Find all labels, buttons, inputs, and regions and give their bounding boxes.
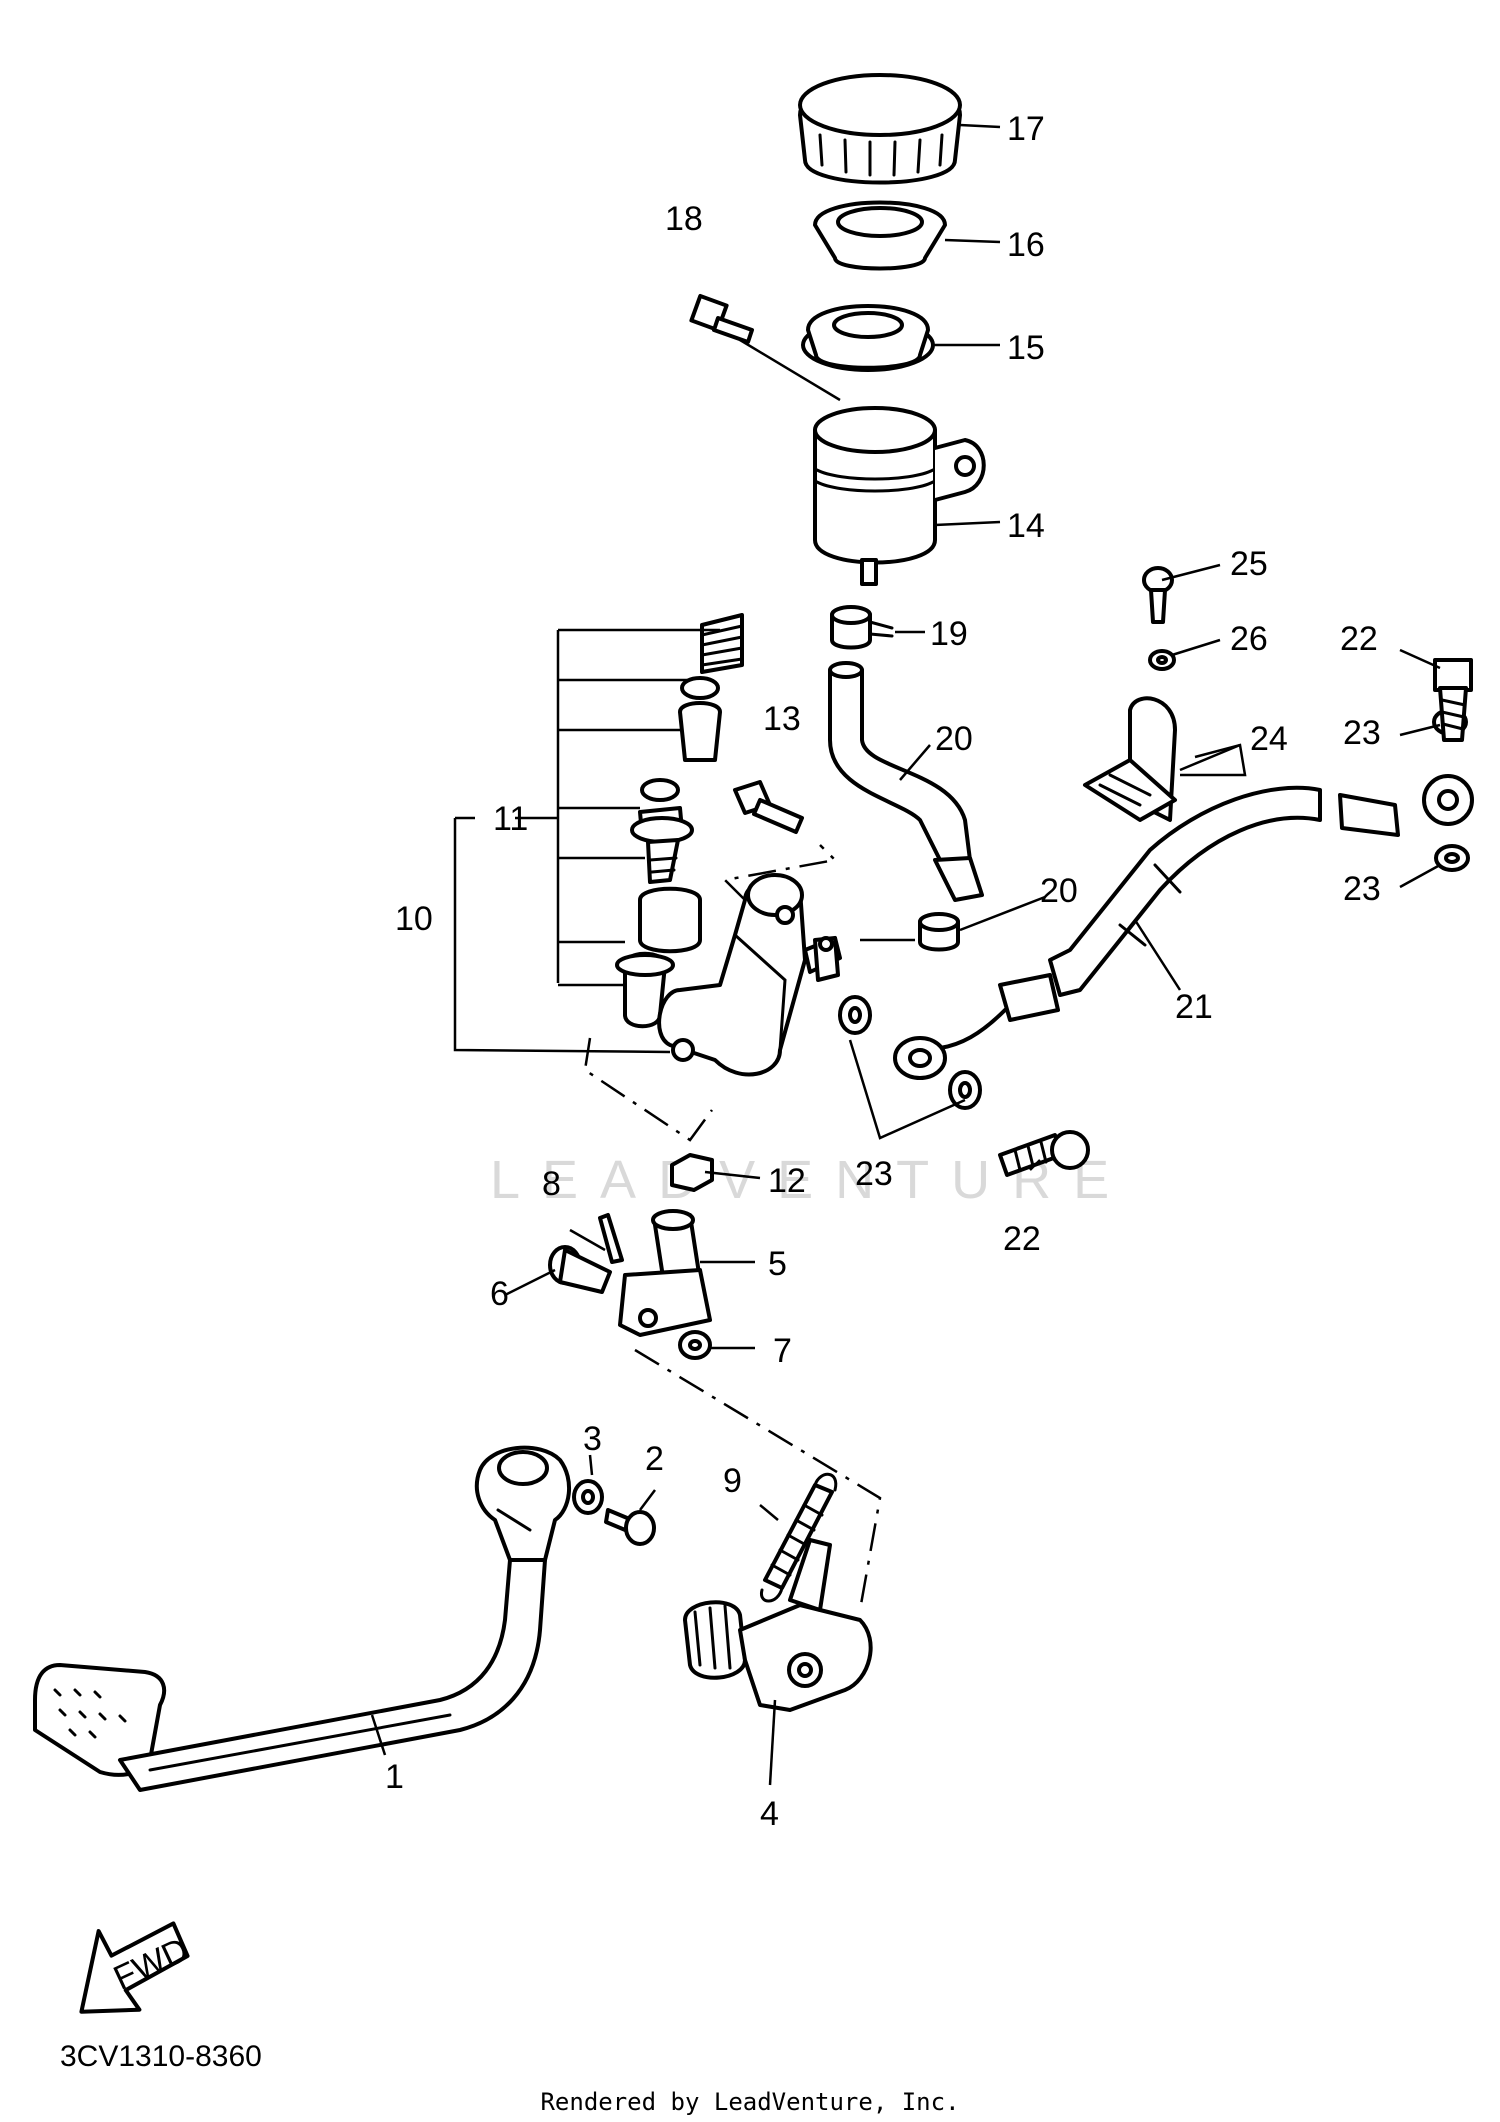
callout-2: 2: [645, 1440, 664, 1478]
callout-11: 11: [493, 800, 528, 838]
part-25-screw: [1142, 566, 1174, 624]
part-10-master-cylinder: [657, 873, 842, 1077]
part-15-diaphragm: [801, 304, 935, 372]
part-5-push-rod-clevis: [618, 1209, 712, 1337]
render-credit: Rendered by LeadVenture, Inc.: [540, 2088, 960, 2116]
callout-1: 1: [385, 1758, 404, 1796]
callout-18: 18: [665, 200, 703, 238]
part-23-washer-a: [838, 995, 872, 1035]
callout-17: 17: [1007, 110, 1045, 148]
part-1-brake-pedal: [33, 1445, 572, 1792]
part-16-diaphragm-plate: [813, 200, 947, 271]
callout-23-center: 23: [855, 1155, 893, 1193]
callout-23-lower-right: 23: [1343, 870, 1381, 908]
callout-13: 13: [763, 700, 801, 738]
part-24-hose-guide: [1083, 696, 1177, 822]
callout-8: 8: [542, 1165, 561, 1203]
part-17-reservoir-cap: [798, 73, 962, 185]
callout-20-lower: 20: [1040, 872, 1078, 910]
callout-22-upper: 22: [1340, 620, 1378, 658]
callout-21: 21: [1175, 988, 1213, 1026]
part-8-cotter-pin: [598, 1213, 624, 1264]
leader-lines: [370, 123, 1441, 1786]
callout-24: 24: [1250, 720, 1288, 758]
part-7-washer: [678, 1330, 712, 1360]
part-11-piston-kit: [615, 613, 744, 1029]
part-4-brake-shaft-arm: [683, 1538, 873, 1712]
callout-26: 26: [1230, 620, 1268, 658]
callout-3: 3: [583, 1420, 602, 1458]
callout-5: 5: [768, 1245, 787, 1283]
diagram-code: 3CV1310-8360: [60, 2040, 262, 2073]
callout-7: 7: [773, 1332, 792, 1370]
part-20-hose-clamp-upper: [830, 605, 894, 650]
callout-15: 15: [1007, 329, 1045, 367]
part-12-nut: [670, 1153, 714, 1192]
part-14-reservoir: [813, 406, 986, 586]
part-22-union-bolt-lower: [998, 1130, 1090, 1177]
callout-16: 16: [1007, 226, 1045, 264]
callout-10: 10: [395, 900, 433, 938]
callout-9: 9: [723, 1462, 742, 1500]
part-9-return-spring: [760, 1472, 838, 1603]
callout-4: 4: [760, 1795, 779, 1833]
callout-labels: 17 16 15 14 18 19 20 20 13 11 10 25 26 2…: [385, 110, 1381, 1833]
part-22-union-bolt-upper: [1433, 658, 1473, 742]
part-18-screw: [689, 293, 841, 402]
part-21-brake-hose: [893, 774, 1474, 1080]
part-3-washer: [572, 1479, 604, 1515]
part-6-clevis-pin: [548, 1245, 612, 1294]
part-26-washer: [1148, 649, 1176, 671]
callout-6: 6: [490, 1275, 509, 1313]
callout-14: 14: [1007, 507, 1045, 545]
callout-22-lower: 22: [1003, 1220, 1041, 1258]
assembly-lines: [453, 628, 966, 1611]
part-23-washer-d: [1434, 844, 1470, 872]
part-2-bolt: [604, 1508, 656, 1546]
part-13-bolt: [733, 780, 804, 834]
callout-12: 12: [768, 1162, 806, 1200]
callout-25: 25: [1230, 545, 1268, 583]
part-19-hose: [828, 661, 984, 902]
part-20-hose-clamp-lower: [918, 912, 960, 952]
callout-23-upper: 23: [1343, 714, 1381, 752]
callout-19: 20: [935, 720, 973, 758]
forward-arrow-icon: FWD: [79, 1921, 194, 2014]
callout-20-upper: 19: [930, 615, 968, 653]
part-23-washer-b: [948, 1070, 982, 1110]
